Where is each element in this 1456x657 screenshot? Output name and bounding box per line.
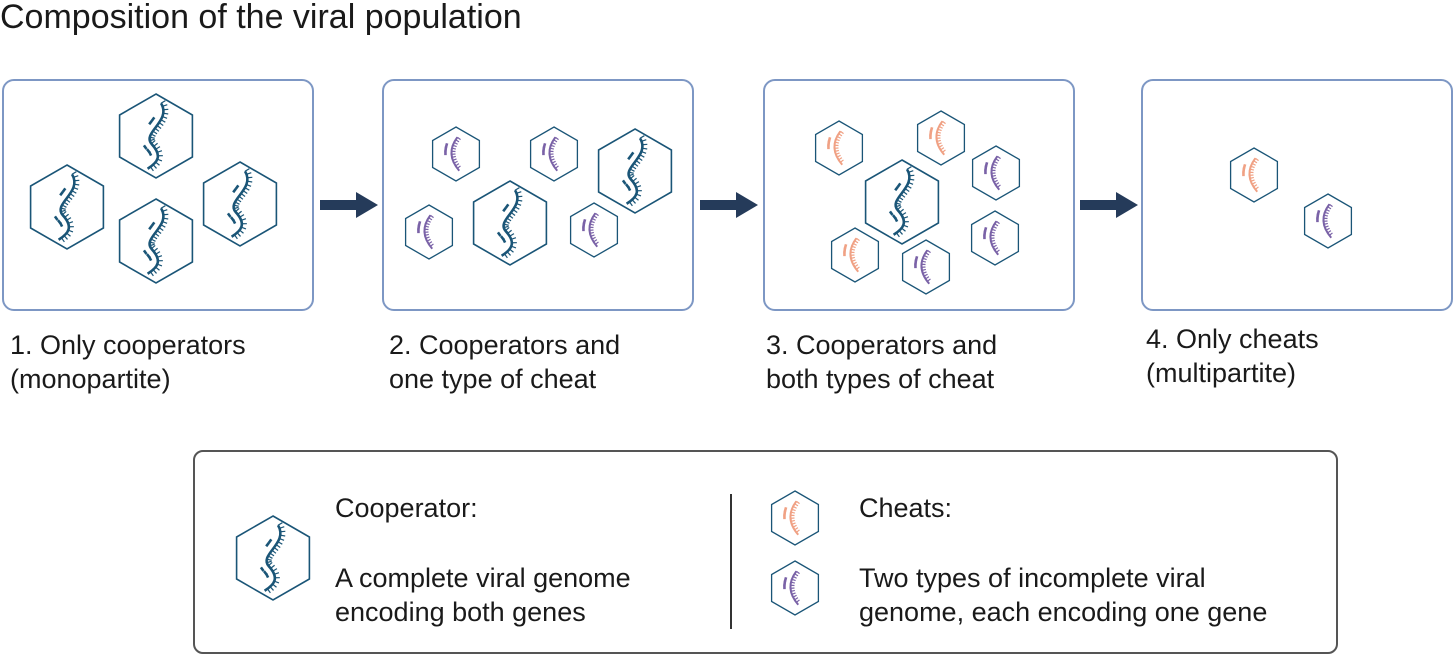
legend-box: Cooperator: A complete viral genome enco… (193, 450, 1338, 654)
cooperator-description: A complete viral genome encoding both ge… (335, 561, 631, 629)
diagram-title: Composition of the viral population (0, 0, 522, 36)
cooperator-virion (472, 180, 548, 266)
stage-2-caption: 2. Cooperators and one type of cheat (389, 328, 620, 396)
stage-3-virions (814, 110, 1021, 295)
caption-line: 1. Only cooperators (10, 330, 246, 360)
description-line: genome, each encoding one gene (859, 597, 1268, 627)
cooperator-virion (29, 164, 105, 250)
cooperator-virion (864, 159, 940, 245)
cheats-description: Two types of incomplete viral genome, ea… (859, 561, 1267, 629)
cheat-orange-virion (814, 120, 864, 176)
cheat-purple-virion (569, 202, 619, 258)
stage-2-panel (382, 79, 694, 311)
legend-divider (730, 494, 732, 629)
caption-line: 4. Only cheats (1146, 324, 1319, 354)
stage-1-virions (29, 93, 278, 284)
description-line: Two types of incomplete viral (859, 563, 1206, 593)
cooperator-virion (118, 93, 194, 179)
cooperator-virion (597, 128, 673, 214)
stage-1-caption: 1. Only cooperators (monopartite) (10, 328, 246, 396)
cheat-purple-virion (970, 210, 1020, 266)
stage-3-caption: 3. Cooperators and both types of cheat (766, 328, 997, 396)
caption-line: (multipartite) (1146, 358, 1297, 388)
cheat-orange-virion (916, 110, 966, 166)
arrow-icon (700, 192, 758, 218)
cheat-purple-legend-icon (770, 560, 820, 616)
cheat-purple-virion (971, 145, 1021, 201)
cooperator-legend-icon (235, 515, 311, 601)
caption-line: both types of cheat (766, 364, 995, 394)
description-line: A complete viral genome (335, 563, 631, 593)
cheat-purple-virion (1303, 193, 1353, 249)
cooperator-virion (118, 198, 194, 284)
cheat-orange-legend-icon (770, 490, 820, 546)
arrow-icon (1080, 192, 1138, 218)
cooperator-heading: Cooperator: (335, 493, 478, 523)
cheat-purple-virion (431, 126, 481, 182)
cheat-orange-virion (830, 227, 880, 283)
stage-1-panel (2, 79, 314, 311)
cooperator-virion (202, 161, 278, 247)
stage-4-virions (1229, 147, 1353, 249)
cheat-purple-virion (529, 126, 579, 182)
caption-line: 3. Cooperators and (766, 330, 998, 360)
cheats-heading: Cheats: (859, 493, 953, 523)
stage-2-virions (404, 126, 673, 266)
description-line: encoding both genes (335, 597, 586, 627)
caption-line: (monopartite) (10, 364, 171, 394)
stage-3-panel (763, 79, 1075, 311)
cheat-purple-virion (404, 204, 454, 260)
cheat-orange-virion (1229, 147, 1279, 203)
arrow-icon (320, 192, 378, 218)
caption-line: 2. Cooperators and (389, 330, 621, 360)
stage-4-panel (1141, 79, 1453, 311)
cheat-purple-virion (901, 239, 951, 295)
caption-line: one type of cheat (389, 364, 597, 394)
stage-4-caption: 4. Only cheats (multipartite) (1146, 322, 1319, 390)
